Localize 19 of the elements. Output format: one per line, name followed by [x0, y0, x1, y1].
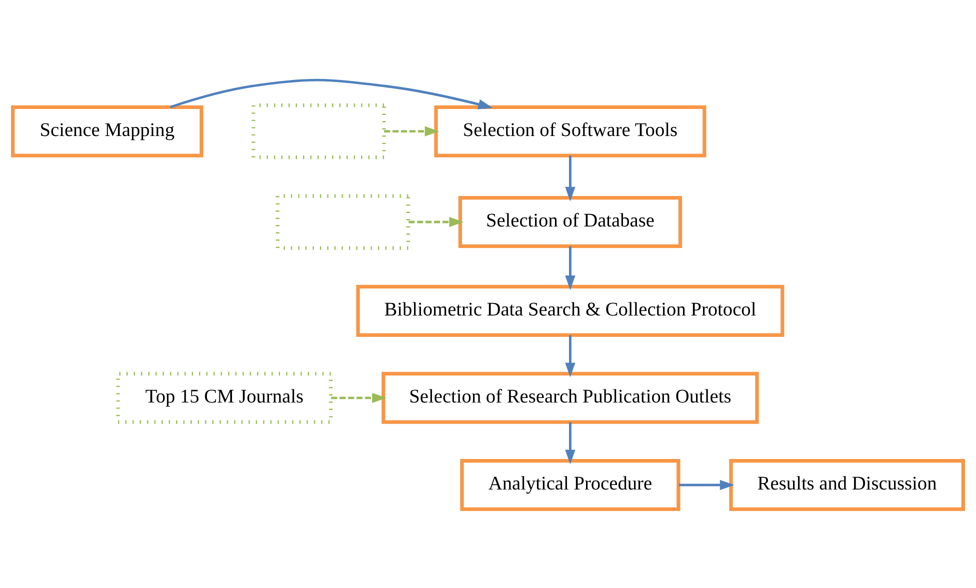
node-box: Bibliometric Data Search & Collection Protocol: [356, 284, 784, 336]
node-box: Analytical Procedure: [460, 458, 680, 510]
arrow: [565, 422, 576, 464]
arrow: [384, 126, 440, 136]
node-box: [276, 194, 410, 250]
node-box: Results and Discussion: [729, 458, 965, 510]
arrow: [170, 78, 493, 109]
node-box: Top 15 CM Journals: [116, 371, 333, 424]
arrow: [331, 392, 387, 403]
arrow: [408, 216, 464, 227]
arrow: [678, 479, 734, 490]
node-box: Selection of Database: [458, 196, 682, 248]
node-box: Science Mapping: [11, 104, 204, 157]
arrow: [565, 155, 576, 201]
node-box: [252, 103, 386, 159]
arrow: [565, 334, 576, 377]
node-box: Selection of Software Tools: [434, 104, 706, 157]
node-box: Selection of Research Publication Outlets: [382, 371, 759, 424]
arrow: [565, 246, 576, 290]
